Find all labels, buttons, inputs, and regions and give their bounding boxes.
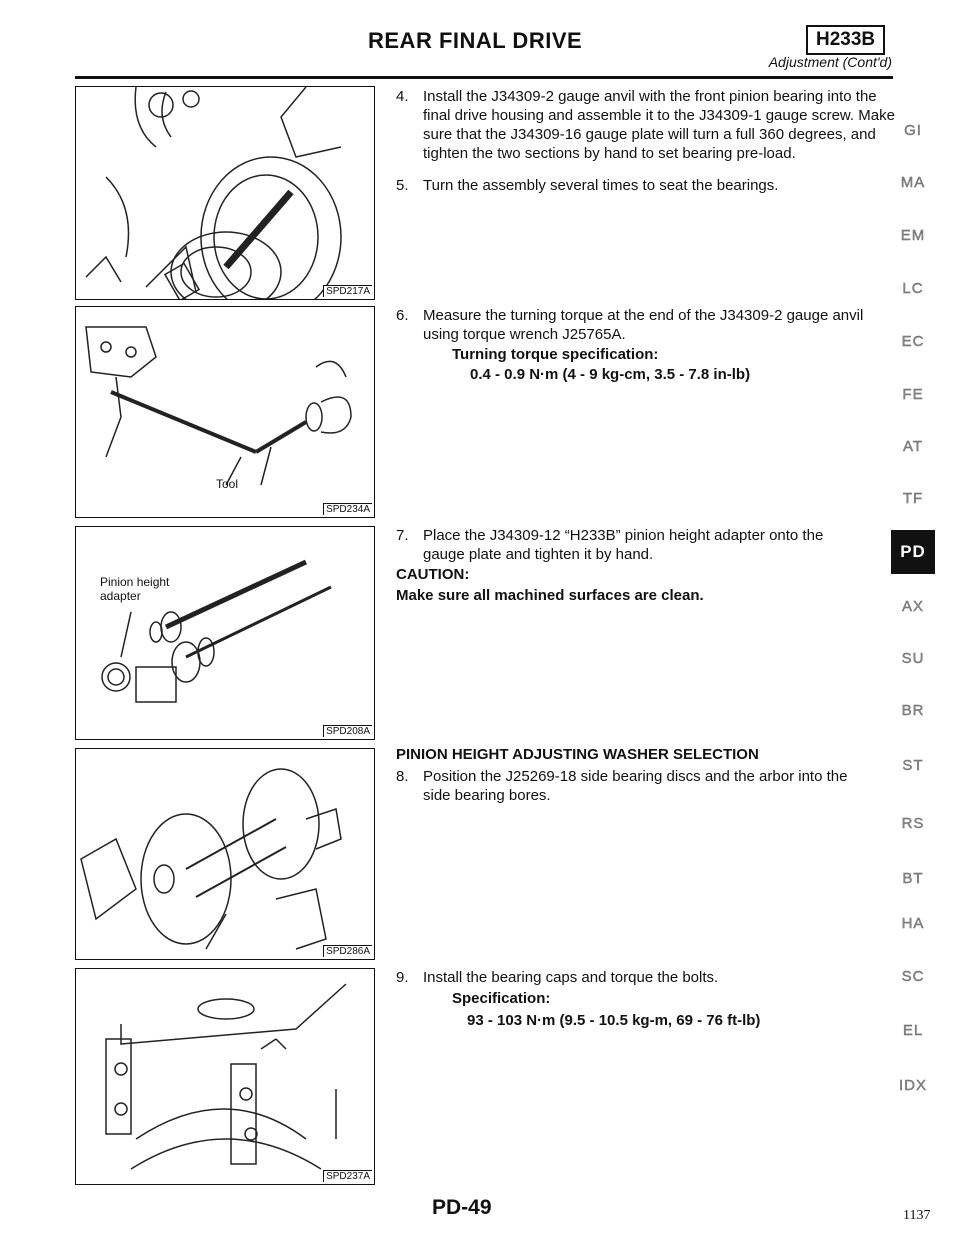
side-tab-el[interactable]: EL	[902, 1022, 924, 1039]
side-tab-fe[interactable]: FE	[902, 386, 924, 403]
gauge-assembly-illustration	[85, 87, 342, 299]
step-number: 6.	[396, 307, 409, 324]
side-tab-tf[interactable]: TF	[902, 490, 924, 507]
page-title: REAR FINAL DRIVE	[368, 28, 583, 53]
side-tab-sc[interactable]: SC	[901, 968, 925, 985]
figure-bearing-caps: SPD237A	[75, 968, 375, 1185]
side-tab-lc[interactable]: LC	[902, 280, 924, 297]
side-tab-em[interactable]: EM	[900, 227, 926, 244]
side-tab-pd-active[interactable]: PD	[891, 530, 935, 574]
step-number: 9.	[396, 969, 409, 986]
caution-label: CAUTION:	[396, 566, 470, 583]
side-tab-ha[interactable]: HA	[901, 915, 925, 932]
step-text: Measure the turning torque at the end of…	[423, 307, 864, 343]
tool-label: Tool	[216, 477, 239, 491]
step-number: 5.	[396, 177, 409, 194]
step-text: Install the J34309-2 gauge anvil with th…	[423, 88, 895, 162]
step-7: 7. Place the J34309-12 “H233B” pinion he…	[396, 526, 896, 566]
bolt-spec-label: Specification:	[452, 990, 551, 1007]
side-tab-ec[interactable]: EC	[901, 333, 925, 350]
figure-side-bearing-discs: SPD286A	[75, 748, 375, 960]
section-heading: PINION HEIGHT ADJUSTING WASHER SELECTION	[396, 746, 759, 763]
side-tab-br[interactable]: BR	[901, 702, 925, 719]
model-code-badge: H233B	[806, 25, 886, 55]
step-text: Install the bearing caps and torque the …	[423, 969, 719, 986]
bolt-spec-value: 93 - 103 N·m (9.5 - 10.5 kg-m, 69 - 76 f…	[467, 1012, 761, 1029]
header-rule	[75, 76, 893, 79]
step-8: 8. Position the J25269-18 side bearing d…	[396, 767, 896, 807]
figure-ref: SPD208A	[323, 725, 372, 737]
figure-ref: SPD286A	[323, 945, 372, 957]
side-tab-ma[interactable]: MA	[900, 174, 926, 191]
bearing-caps-illustration	[105, 983, 347, 1170]
step-text: Position the J25269-18 side bearing disc…	[423, 768, 848, 804]
adapter-label: Pinion height adapter	[100, 575, 169, 603]
step-number: 7.	[396, 527, 409, 544]
torque-wrench-illustration	[85, 326, 352, 486]
adapter-label-line1: Pinion height	[100, 575, 170, 589]
step-5: 5. Turn the assembly several times to se…	[396, 176, 896, 196]
figure-gauge-assembly: SPD217A	[75, 86, 375, 300]
step-number: 4.	[396, 88, 409, 105]
torque-spec-value: 0.4 - 0.9 N·m (4 - 9 kg-cm, 3.5 - 7.8 in…	[470, 366, 751, 383]
step-text: Turn the assembly several times to seat …	[423, 177, 779, 194]
figure-torque-wrench: Tool SPD234A	[75, 306, 375, 518]
adapter-label-line2: adapter	[100, 589, 141, 603]
pinion-adapter-illustration	[101, 559, 332, 703]
side-tab-ax[interactable]: AX	[901, 598, 924, 615]
side-bearing-discs-illustration	[80, 768, 342, 950]
page-label: PD-49	[432, 1196, 492, 1219]
side-tab-idx[interactable]: IDX	[898, 1077, 927, 1094]
side-tab-su[interactable]: SU	[901, 650, 925, 667]
step-4: 4. Install the J34309-2 gauge anvil with…	[396, 87, 896, 167]
figure-ref: SPD234A	[323, 503, 372, 515]
side-tab-gi[interactable]: GI	[904, 122, 922, 139]
figure-pinion-height-adapter: Pinion height adapter SPD208A	[75, 526, 375, 740]
side-tab-rs[interactable]: RS	[901, 815, 925, 832]
page-subtitle: Adjustment (Cont'd)	[768, 54, 892, 70]
side-tab-at[interactable]: AT	[902, 438, 924, 455]
step-6: 6. Measure the turning torque at the end…	[396, 306, 896, 346]
side-tab-st[interactable]: ST	[902, 757, 924, 774]
figure-ref: SPD237A	[323, 1170, 372, 1182]
step-number: 8.	[396, 768, 409, 785]
step-9: 9. Install the bearing caps and torque t…	[396, 968, 896, 988]
side-tab-bt[interactable]: BT	[902, 870, 924, 887]
page-number: 1137	[903, 1208, 931, 1223]
figure-ref: SPD217A	[323, 285, 372, 297]
step-text: Place the J34309-12 “H233B” pinion heigh…	[423, 527, 824, 563]
torque-spec-label: Turning torque specification:	[452, 346, 659, 363]
caution-text: Make sure all machined surfaces are clea…	[396, 587, 704, 604]
